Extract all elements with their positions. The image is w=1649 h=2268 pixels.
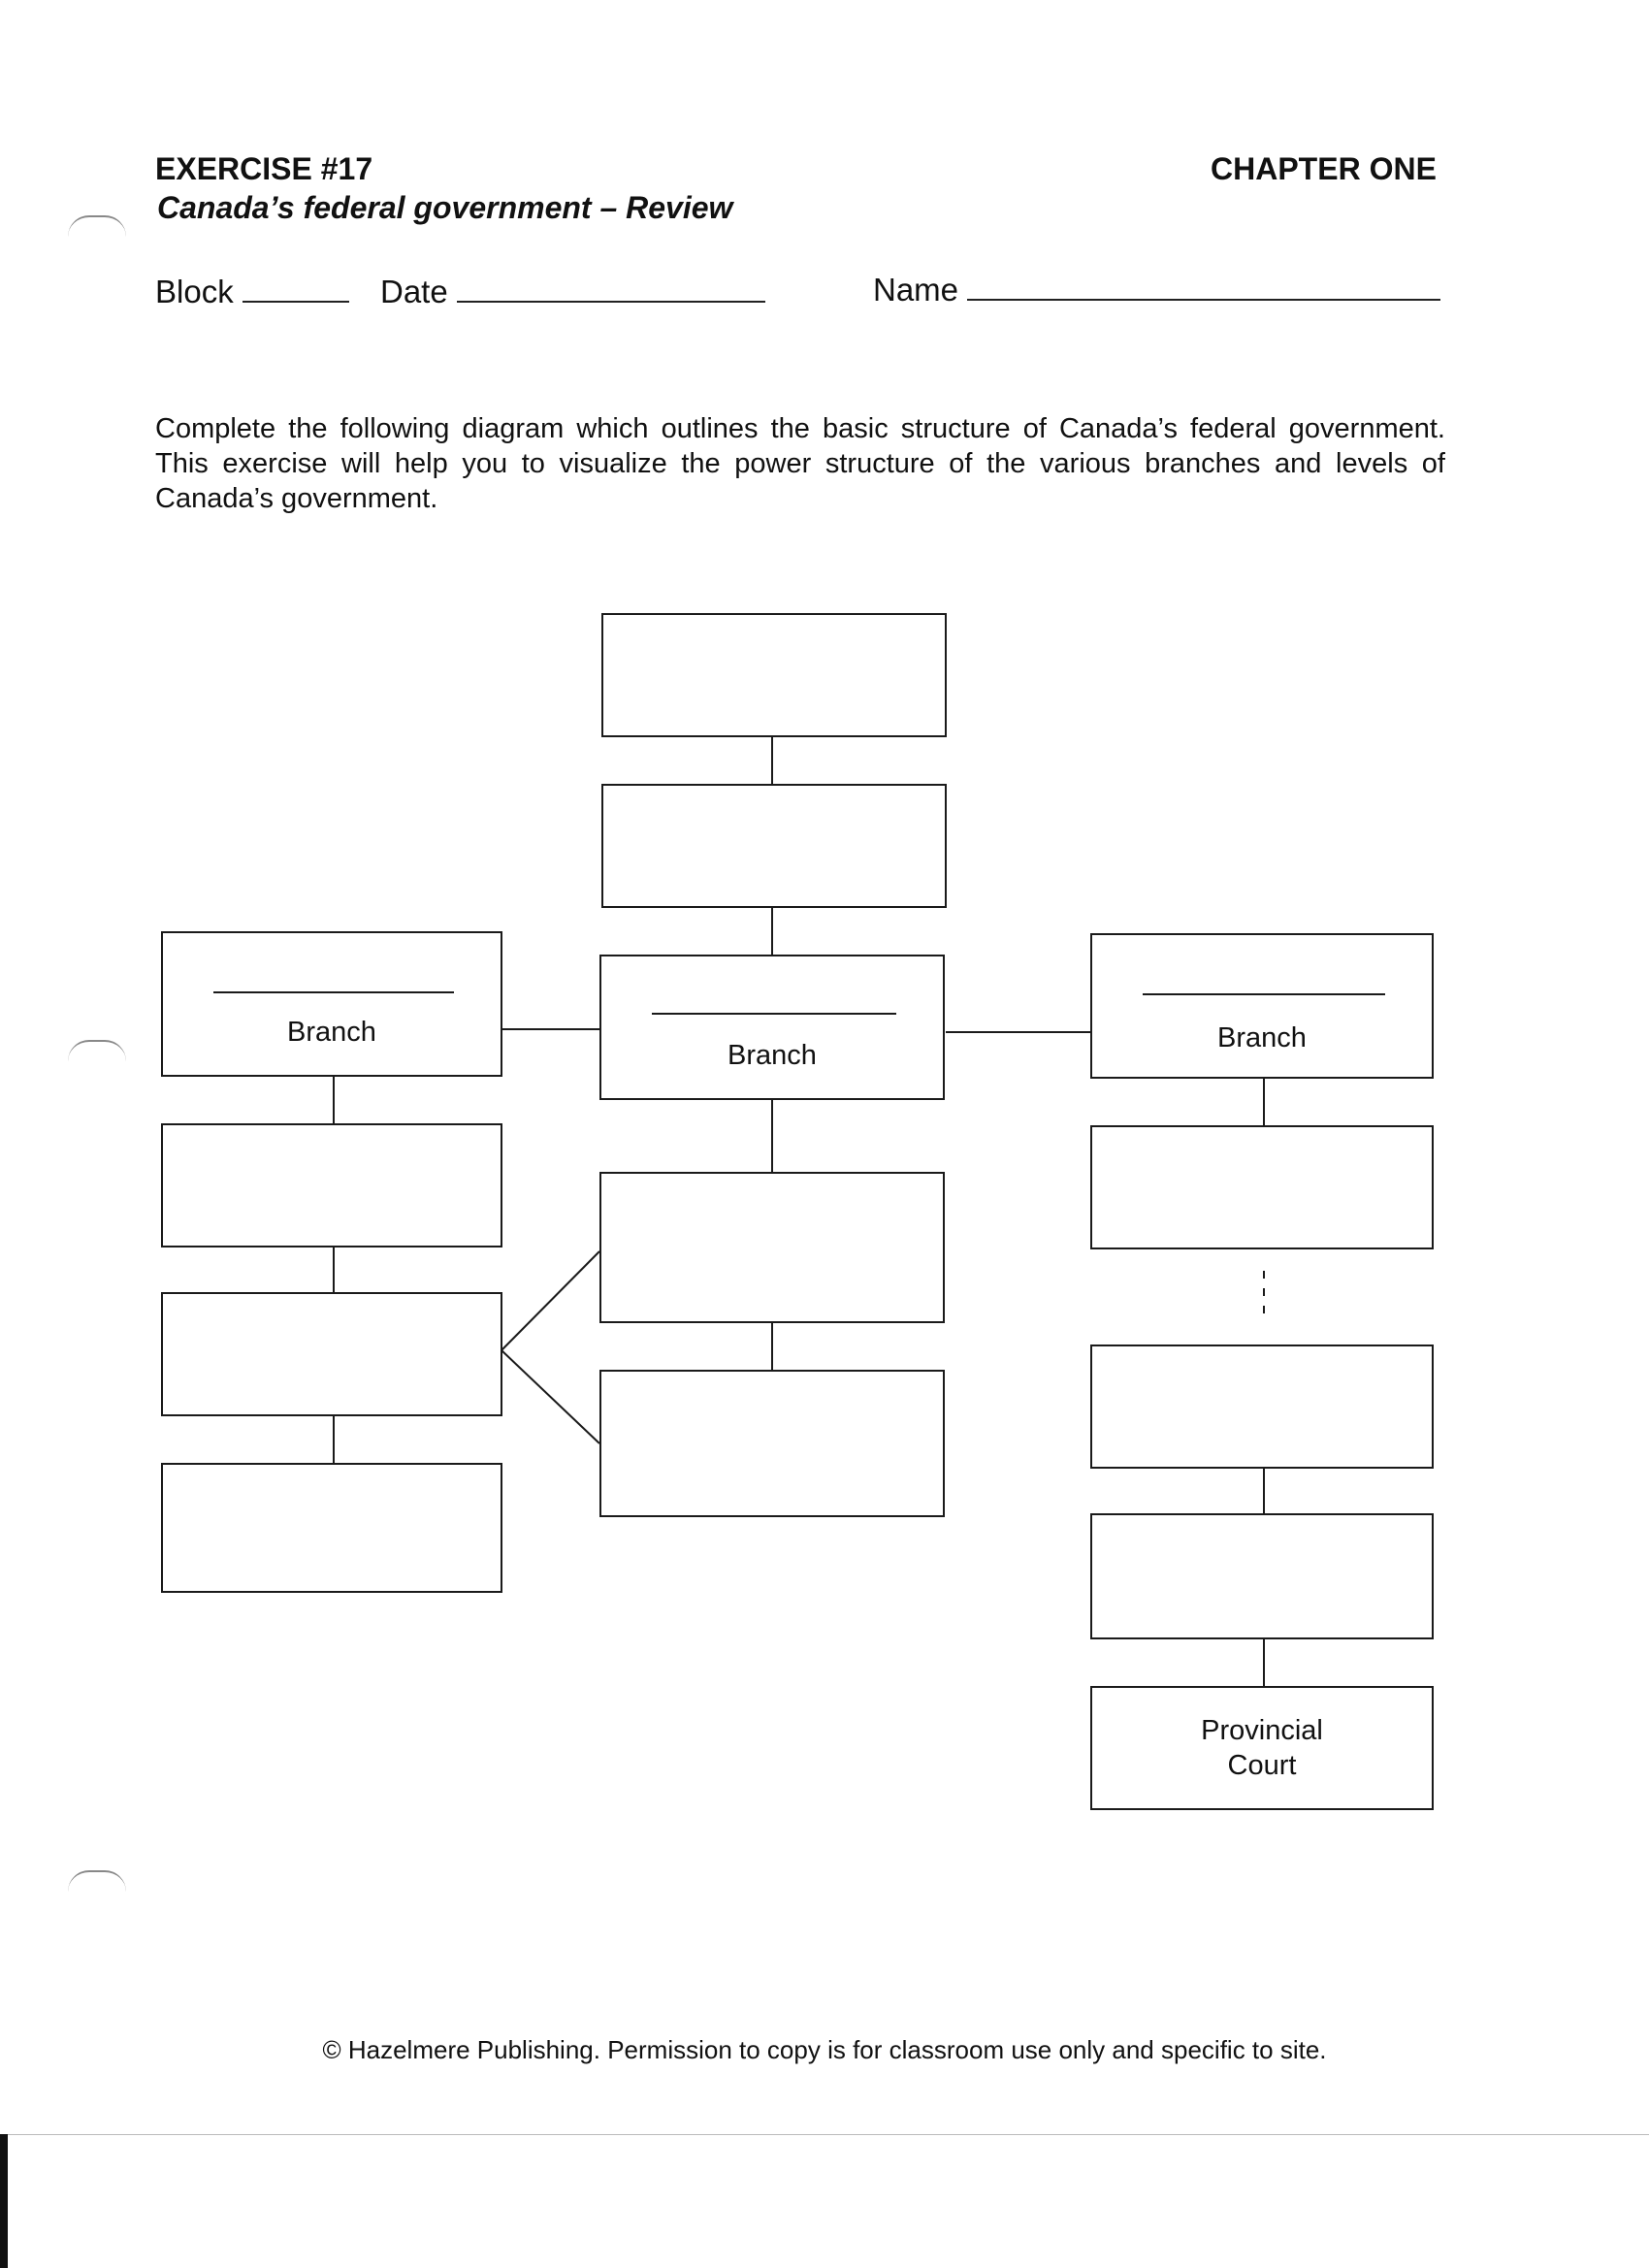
provincial-court-line2: Court — [1227, 1750, 1297, 1781]
connector-left-to-center-lower — [501, 1349, 600, 1444]
right-branch-blank — [1143, 993, 1385, 995]
diagram-box-second[interactable] — [601, 784, 947, 908]
center-branch-label: Branch — [728, 1040, 817, 1071]
date-blank[interactable] — [456, 272, 765, 303]
instructions-paragraph: Complete the following diagram which out… — [155, 413, 1445, 514]
exercise-title: EXERCISE #17 — [155, 151, 373, 186]
diagram-box-center-3[interactable] — [599, 1172, 945, 1323]
diagram-box-right-2[interactable] — [1090, 1125, 1434, 1249]
diagram-box-center-4[interactable] — [599, 1370, 945, 1517]
punch-hole-mark — [68, 1040, 126, 1061]
punch-hole-mark — [68, 1870, 126, 1892]
diagram-box-right-4[interactable] — [1090, 1513, 1434, 1639]
name-field: Name — [873, 270, 1441, 308]
right-branch-box[interactable]: Branch — [1090, 933, 1434, 1079]
left-branch-label: Branch — [287, 1017, 376, 1048]
scan-edge-line — [0, 2134, 1649, 2135]
copyright-footer: © Hazelmere Publishing. Permission to co… — [322, 2035, 1327, 2064]
center-branch-box[interactable]: Branch — [599, 955, 945, 1100]
diagram-box-top[interactable] — [601, 613, 947, 737]
diagram-box-left-4[interactable] — [161, 1463, 502, 1593]
punch-hole-mark — [68, 215, 126, 237]
chapter-title: CHAPTER ONE — [1211, 151, 1437, 186]
block-field: Block — [155, 272, 349, 310]
right-branch-label: Branch — [1217, 1022, 1307, 1053]
center-branch-blank — [652, 1013, 896, 1015]
provincial-court-box[interactable]: Provincial Court — [1090, 1686, 1434, 1810]
connector-left-to-center-upper — [501, 1250, 600, 1351]
scan-edge-bar — [0, 2134, 8, 2268]
date-label: Date — [380, 274, 448, 309]
block-blank[interactable] — [242, 272, 349, 303]
left-branch-blank — [213, 991, 454, 993]
name-blank[interactable] — [967, 270, 1441, 301]
exercise-subtitle: Canada’s federal government – Review — [157, 190, 733, 225]
block-label: Block — [155, 274, 234, 309]
provincial-court-line1: Provincial — [1201, 1715, 1323, 1746]
diagram-box-left-2[interactable] — [161, 1123, 502, 1247]
left-branch-box[interactable]: Branch — [161, 931, 502, 1077]
name-label: Name — [873, 272, 959, 308]
diagram-box-left-3[interactable] — [161, 1292, 502, 1416]
date-field: Date — [380, 272, 765, 310]
diagram-box-right-3[interactable] — [1090, 1345, 1434, 1469]
